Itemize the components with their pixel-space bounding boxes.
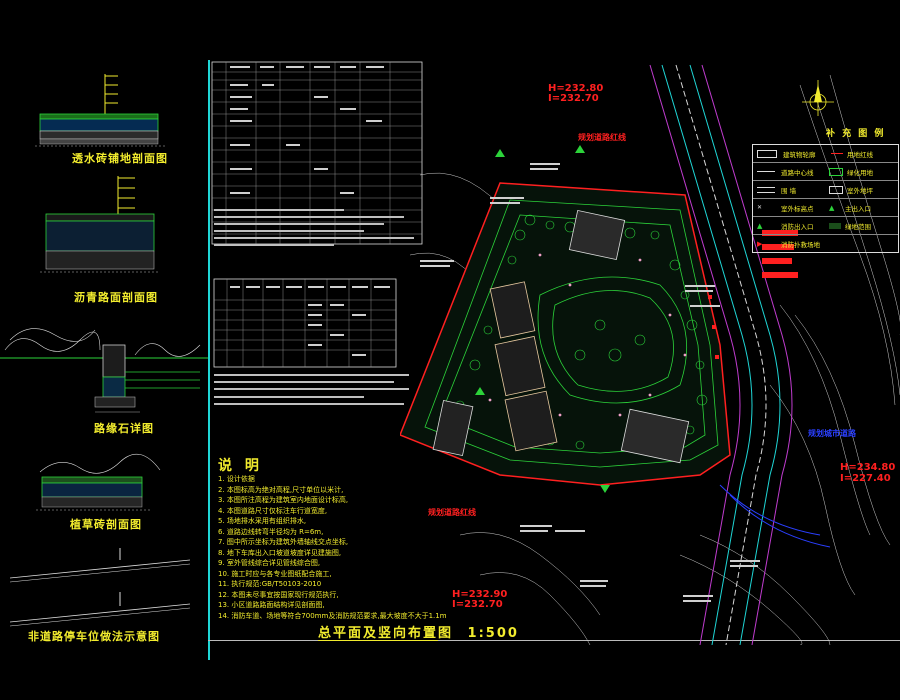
legend-label: 围 墙 [781, 186, 797, 195]
elevation-value: H=232.80 [548, 83, 604, 94]
note-line: 12. 本图未尽事宜按国家现行规范执行, [218, 590, 339, 599]
notes-title: 说 明 [218, 458, 263, 474]
legend-label: 室外地坪 [847, 186, 873, 195]
legend-swatch [829, 222, 841, 229]
note-line: 10. 施工时应与各专业图纸配合施工, [218, 569, 332, 578]
road-red-line-label-top: 规划道路红线 [578, 133, 626, 142]
legend-row: 建筑物轮廓 用地红线 [753, 145, 898, 163]
elevation-value: H=234.80 [840, 462, 896, 473]
legend-table: 建筑物轮廓 用地红线 道路中心线 绿化用地 围 墙 室外地坪 ✕ 室外标高点 ▲… [752, 144, 899, 253]
elevation-value: I=227.40 [840, 473, 891, 484]
section-5-drawing [9, 548, 191, 627]
section-2-drawing [40, 176, 160, 273]
section-5-caption: 非道路停车位做法示意图 [28, 630, 160, 643]
legend-label: 消防扑救场地 [781, 240, 820, 249]
drawing-title: 总平面及竖向布置图 1:500 [318, 622, 519, 641]
section-1-caption: 透水砖铺地剖面图 [72, 152, 168, 165]
elevation-label-top: H=232.80 I=232.70 [548, 84, 603, 104]
notes-list: 1. 设计依据 2. 本图标高为绝对高程,尺寸单位以米计, 3. 本图所注高程为… [218, 474, 447, 621]
frame-divider [208, 60, 210, 660]
elevation-value: I=232.70 [452, 599, 503, 610]
arrow-icon: ▲ [829, 203, 835, 212]
red-annotation-marks [762, 230, 798, 278]
table-notes [214, 209, 414, 246]
legend-label: 建筑物轮廓 [783, 150, 816, 159]
note-line: 9. 室外管线综合详见管线综合图, [218, 559, 321, 567]
note-line: 13. 小区道路路面结构详见剖面图, [218, 601, 325, 609]
elevation-label-bottom: H=232.90 I=232.70 [452, 590, 507, 610]
legend-swatch [829, 167, 843, 176]
section-4-caption: 植草砖剖面图 [70, 518, 142, 531]
legend-label: 消防出入口 [781, 222, 814, 231]
legend-row: 围 墙 室外地坪 [753, 181, 898, 199]
note-line: 5. 场地排水采用有组织排水, [218, 517, 307, 525]
note-line: 8. 地下车库出入口坡道坡度详见建施图, [218, 548, 342, 557]
north-arrow-icon [802, 80, 834, 116]
legend-label: 用地红线 [847, 150, 873, 159]
legend-label: 室外标高点 [781, 204, 814, 213]
section-2-caption: 沥青路面剖面图 [74, 291, 158, 304]
schedule-notes [214, 374, 409, 405]
east-road-label: 规划城市道路 [808, 429, 856, 438]
cross-icon: ✕ [757, 203, 763, 211]
legend-row: ✕ 室外标高点 ▲ 主出入口 [753, 199, 898, 217]
drawing-title-underline [318, 640, 438, 641]
arrow-icon: ▲ [757, 221, 763, 230]
legend-row: 道路中心线 绿化用地 [753, 163, 898, 181]
legend-row: ▲ 消防出入口 绿地范围 [753, 217, 898, 235]
note-line: 6. 道路边线转弯半径均为 R=6m, [218, 527, 324, 536]
section-1-drawing [35, 74, 165, 147]
site-plan [400, 64, 900, 645]
frame-bottom [208, 640, 900, 641]
arrow-icon: ▶ [757, 239, 763, 248]
legend-label: 道路中心线 [781, 168, 814, 177]
drawing-title-text: 总平面及竖向布置图 [318, 626, 454, 641]
note-line: 1. 设计依据 [218, 475, 255, 483]
building-schedule-table [213, 278, 397, 368]
note-line: 11. 执行规范:GB/T50103-2010 [218, 580, 322, 588]
legend-swatch [757, 171, 775, 172]
note-line: 4. 本图道路尺寸仅标注车行道宽度, [218, 506, 328, 515]
legend-swatch [757, 186, 775, 193]
legend-label: 主出入口 [845, 204, 871, 213]
note-line: 3. 本图所注高程为建筑室内地面设计标高, [218, 496, 349, 504]
legend-swatch [829, 185, 843, 194]
drawing-scale: 1:500 [467, 626, 519, 641]
legend-title: 补 充 图 例 [826, 129, 886, 139]
note-line: 2. 本图标高为绝对高程,尺寸单位以米计, [218, 485, 344, 494]
legend-swatch [831, 153, 843, 154]
note-line: 7. 图中所示坐标为建筑外墙轴线交点坐标, [218, 538, 349, 546]
road-red-line-label-bottom: 规划道路红线 [428, 508, 476, 517]
note-line: 14. 消防车道、场地等符合700mm及消防规范要求,最大坡度不大于1.1m [218, 611, 447, 620]
section-3-caption: 路缘石详图 [94, 422, 154, 435]
legend-row: ▶ 消防扑救场地 [753, 235, 898, 252]
elevation-label-right: H=234.80 I=227.40 [840, 462, 895, 484]
legend-label: 绿地范围 [845, 222, 871, 231]
section-4-drawing [36, 453, 161, 511]
section-3-drawing [0, 328, 210, 413]
elevation-value: I=232.70 [548, 93, 599, 104]
legend-swatch [757, 149, 777, 158]
section-details [0, 74, 210, 627]
legend-label: 绿化用地 [847, 168, 873, 177]
elevation-value: H=232.90 [452, 589, 508, 600]
